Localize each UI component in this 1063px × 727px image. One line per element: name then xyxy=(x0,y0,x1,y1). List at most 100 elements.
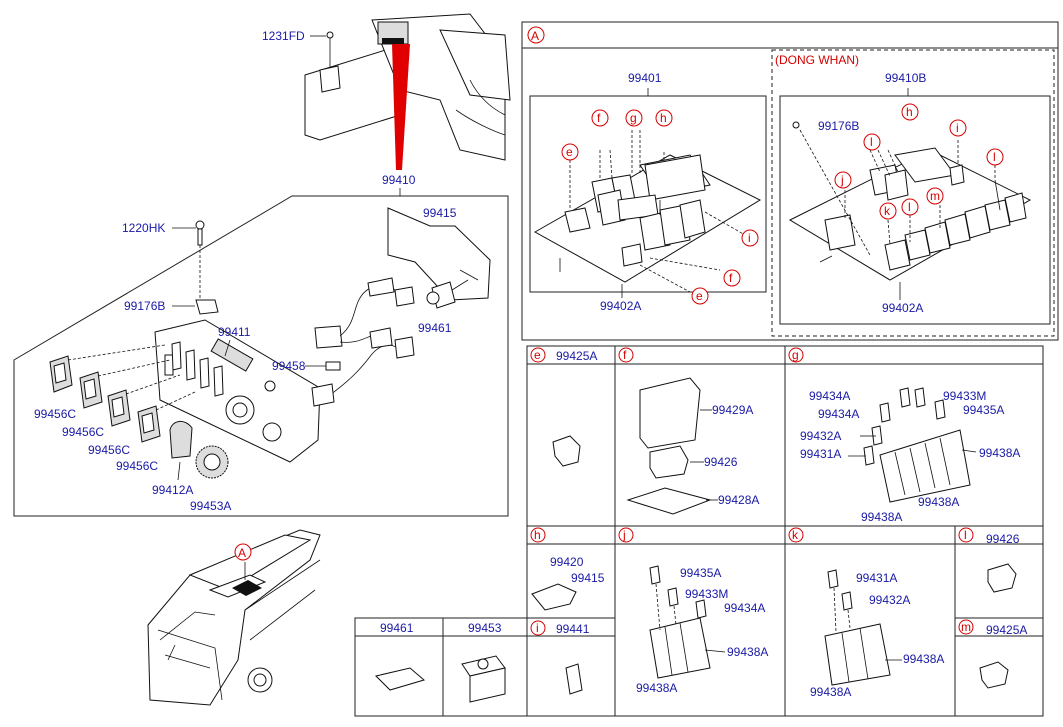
section-a-marker: A xyxy=(531,29,539,43)
panel-h-label-0: 99420 xyxy=(550,555,584,569)
panel-k-label-0: 99431A xyxy=(856,571,897,585)
label-99410b: 99410B xyxy=(885,71,926,85)
relay-board-right xyxy=(788,129,1032,281)
panel-99453-label: 99453 xyxy=(468,621,502,635)
right-ref-k: k xyxy=(884,204,891,218)
switch-panel-body xyxy=(154,319,321,463)
label-99456c-3: 99456C xyxy=(88,443,130,457)
label-99176b: 99176B xyxy=(124,299,165,313)
label-1231fd: 1231FD xyxy=(262,29,305,43)
rocker-switches xyxy=(49,344,196,443)
relay-board-left xyxy=(533,130,762,293)
screw-1220hk xyxy=(195,220,205,246)
panel-g-label-2: 99434A xyxy=(818,407,859,421)
bus-marker-a: A xyxy=(238,546,246,560)
right-ref-i: i xyxy=(956,121,959,135)
relay-block-k xyxy=(824,569,902,686)
right-ref-l-2: l xyxy=(993,150,996,164)
panel-k-label-3: 99438A xyxy=(810,685,851,699)
panel-g-label-7: 99438A xyxy=(918,495,959,509)
label-99412a: 99412A xyxy=(152,483,193,497)
wire-harness xyxy=(311,277,415,407)
dashboard-illustration xyxy=(304,13,511,170)
part-99461 xyxy=(375,667,426,691)
panel-k-label-2: 99438A xyxy=(903,652,944,666)
label-99456c-2: 99456C xyxy=(62,425,104,439)
panel-j-label-1: 99433M xyxy=(685,587,728,601)
panel-g-label-1: 99433M xyxy=(943,389,986,403)
label-99415: 99415 xyxy=(423,206,457,220)
switch-panel-frame xyxy=(13,195,509,517)
left-ref-i: i xyxy=(748,231,751,245)
label-99410: 99410 xyxy=(382,173,416,187)
label-99411: 99411 xyxy=(218,325,251,339)
panel-g-marker: g xyxy=(792,348,799,362)
panel-j-label-0: 99435A xyxy=(680,566,721,580)
part-99429a xyxy=(639,377,701,449)
panel-e-label-0: 99425A xyxy=(556,349,597,363)
right-ref-j: j xyxy=(840,173,844,187)
right-ref-m: m xyxy=(930,189,940,203)
panel-g-label-4: 99432A xyxy=(800,429,841,443)
label-99176b-right: 99176B xyxy=(818,119,859,133)
left-ref-h: h xyxy=(660,111,667,125)
panel-k-marker: k xyxy=(792,528,799,542)
panel-j-label-2: 99434A xyxy=(724,601,765,615)
left-ref-e-2: e xyxy=(696,289,703,303)
label-99456c-4: 99456C xyxy=(116,459,158,473)
label-99453a: 99453A xyxy=(190,499,231,513)
dong-whan-title: (DONG WHAN) xyxy=(775,53,859,67)
panel-g-label-6: 99438A xyxy=(979,446,1020,460)
bus-illustration xyxy=(147,529,321,706)
panel-g-label-3: 99435A xyxy=(963,403,1004,417)
panel-f-label-0: 99429A xyxy=(712,403,753,417)
knob-99453a xyxy=(195,445,229,479)
panel-h-marker: h xyxy=(534,528,541,542)
panel-h-label-1: 99415 xyxy=(571,571,605,585)
parts-grid xyxy=(354,345,1044,717)
panel-g-label-5: 99431A xyxy=(800,447,841,461)
panel-g-label-0: 99434A xyxy=(809,389,850,403)
part-99441 xyxy=(565,663,583,695)
panel-e-marker: e xyxy=(534,348,541,362)
panel-99461-label: 99461 xyxy=(380,621,414,635)
right-ref-h: h xyxy=(906,105,913,119)
right-ref-l-1: l xyxy=(870,135,873,149)
part-99426-small xyxy=(987,563,1017,593)
panel-l-marker: l xyxy=(964,528,967,542)
label-99402a-left: 99402A xyxy=(600,299,641,313)
label-99402a-right: 99402A xyxy=(882,301,923,315)
relay-block-g xyxy=(848,387,977,503)
pcb-99415 xyxy=(387,207,491,301)
panel-g-label-8: 99438A xyxy=(861,510,902,524)
part-99426 xyxy=(649,445,689,479)
panel-f-label-2: 99428A xyxy=(718,493,759,507)
panel-l-label-0: 99426 xyxy=(986,532,1020,546)
panel-j-label-4: 99438A xyxy=(636,681,677,695)
panel-k-label-1: 99432A xyxy=(869,593,910,607)
knob-99412a xyxy=(169,421,193,459)
panel-i-marker: i xyxy=(536,621,539,635)
panel-f-marker: f xyxy=(623,348,627,362)
panel-i-label-0: 99441 xyxy=(556,622,590,636)
part-99425a-small xyxy=(979,661,1009,689)
panel-j-label-3: 99438A xyxy=(727,645,768,659)
relay-block-j xyxy=(649,565,726,679)
part-99428a xyxy=(626,487,712,515)
label-99401: 99401 xyxy=(628,71,662,85)
part-99425a xyxy=(552,435,581,467)
panel-m-marker: m xyxy=(961,620,971,634)
panel-f-label-1: 99426 xyxy=(704,455,738,469)
panel-j-marker: j xyxy=(622,528,626,542)
label-99456c-1: 99456C xyxy=(34,407,76,421)
label-99458: 99458 xyxy=(272,359,306,373)
left-ref-e: e xyxy=(566,145,573,159)
label-99461: 99461 xyxy=(418,321,452,335)
section-a-frame xyxy=(521,21,1059,341)
left-ref-g: g xyxy=(630,111,637,125)
left-ref-f-2: f xyxy=(729,271,733,285)
lamp-99461 xyxy=(426,279,469,309)
label-1220hk: 1220HK xyxy=(122,221,165,235)
part-99420 xyxy=(531,583,577,611)
